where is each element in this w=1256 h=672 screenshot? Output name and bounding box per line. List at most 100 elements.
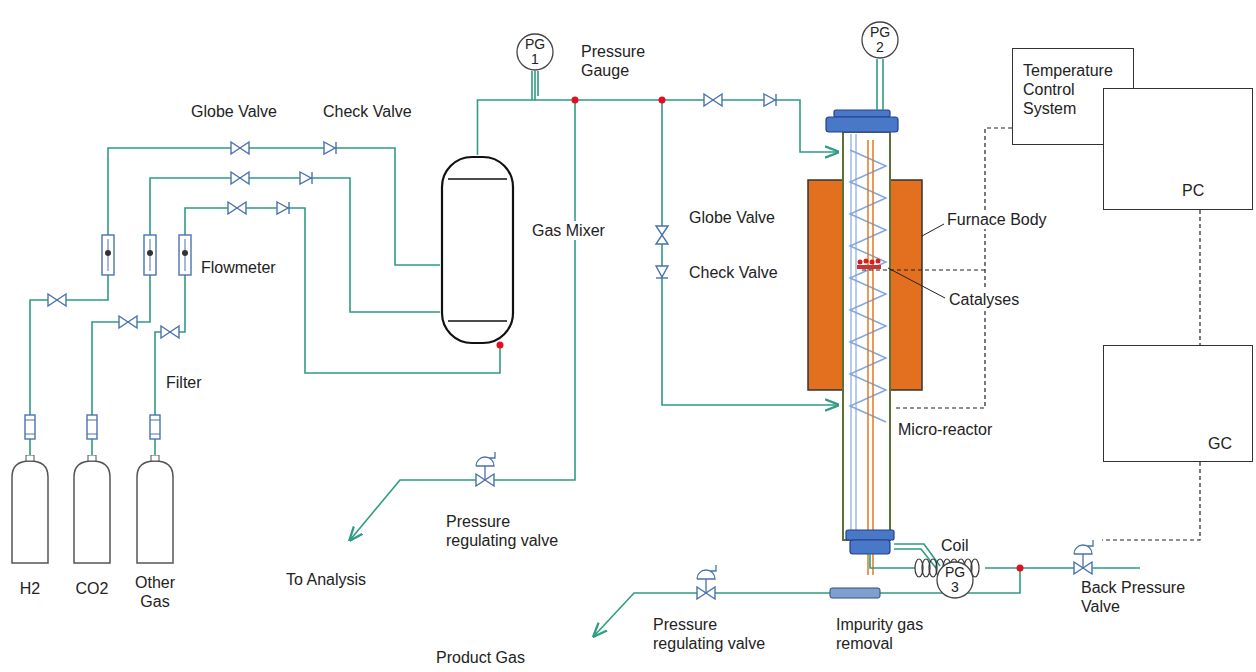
node-text: H2 (0, 579, 65, 598)
gas-line (92, 178, 440, 455)
globe-valve (231, 172, 249, 184)
flowmeter (102, 235, 114, 275)
impurity-removal (830, 588, 880, 598)
junction-dot (497, 97, 1024, 572)
globe-valve (231, 142, 249, 154)
reactor-flange (834, 110, 890, 117)
reactor-flange (846, 530, 894, 540)
catalyst-bed (870, 260, 875, 265)
part-label: Catalyses (948, 290, 1020, 309)
signal-line (1199, 210, 1200, 345)
junction-dot (572, 97, 579, 104)
gas-pipe (662, 100, 838, 405)
thermocouple (867, 140, 869, 575)
part-label: Furnace Body (946, 210, 1048, 229)
part-label: Check Valve (688, 263, 779, 282)
impurity-removal (830, 588, 880, 598)
regulating-valve (1074, 540, 1093, 574)
catalyst-bed (857, 265, 881, 269)
junction-dot (1017, 565, 1024, 572)
filter (87, 415, 97, 439)
filter (150, 415, 160, 439)
flowmeter (144, 235, 156, 275)
globe-valve (228, 202, 246, 214)
part-label: Impurity gas removal (835, 615, 947, 653)
filter (150, 415, 160, 439)
junction-dot (497, 342, 504, 349)
flowmeter (102, 235, 114, 275)
check-valve (277, 202, 289, 214)
check-valve (311, 172, 312, 184)
filter (25, 415, 35, 439)
node-text: PC (1182, 181, 1204, 200)
catalyst-bed (857, 259, 881, 270)
flowmeter (179, 235, 191, 275)
cylinder-outline (26, 455, 34, 461)
check-valve (300, 172, 311, 184)
check-valve (775, 94, 776, 106)
leader-line (888, 224, 945, 298)
control-signal (1102, 462, 1200, 540)
globe-valve (656, 226, 668, 244)
globe-valve (48, 294, 66, 306)
regulating-valve (697, 565, 716, 593)
flowmeter (182, 250, 188, 256)
catalyst-bed (876, 259, 881, 264)
part-label: Check Valve (322, 102, 413, 121)
regulating-valve (1074, 540, 1093, 568)
globe-valve (656, 226, 668, 244)
gauge-outline (517, 34, 553, 70)
part-label: To Analysis (285, 570, 367, 589)
cylinder-outline (12, 461, 48, 563)
control-signal (893, 128, 1012, 408)
gas-line (30, 148, 440, 455)
pressure-gauge: PG 3 (936, 561, 974, 599)
part-label: Back Pressure Valve (1080, 578, 1207, 616)
part-label: Micro-reactor (897, 420, 993, 439)
check-valve (324, 142, 336, 154)
globe-valve (704, 94, 722, 106)
part-label: Pressure regulating valve (652, 615, 789, 653)
node-text: PG 1 (523, 37, 547, 66)
gas-mixer: Gas Mixer (440, 155, 515, 345)
part-label: Globe Valve (190, 102, 278, 121)
gas-line (478, 71, 536, 155)
part-label: Flowmeter (200, 258, 277, 277)
globe-valve (231, 142, 249, 154)
filter (25, 420, 35, 434)
cylinder-outline (151, 455, 159, 461)
gauge-outline (862, 22, 898, 58)
part-label: Globe Valve (688, 208, 776, 227)
junction-dot (659, 97, 666, 104)
gc-box: GC (1103, 345, 1253, 462)
leader-line (888, 268, 945, 298)
check-valve (324, 142, 335, 154)
catalyst-bed (864, 259, 869, 264)
reactor-tube (843, 132, 890, 540)
globe-valve (228, 202, 246, 214)
filter (25, 415, 35, 439)
reactor-flange (850, 540, 890, 554)
control-signal (862, 269, 985, 270)
node-text: Gas Mixer (532, 221, 605, 240)
globe-valve (161, 326, 179, 338)
globe-valve (48, 294, 66, 306)
thermocouple (872, 140, 874, 575)
globe-valve (231, 172, 249, 184)
reactor-tube (855, 134, 857, 530)
mixer-outline (442, 157, 513, 343)
check-valve (656, 277, 668, 278)
thermocouple (868, 140, 873, 575)
cylinder-outline (88, 455, 96, 461)
furnace-body (808, 180, 843, 390)
part-label: Product Gas (435, 648, 526, 667)
part-label: Coil (940, 536, 970, 555)
node-text: PG 3 (943, 565, 967, 594)
cylinder-outline (74, 461, 110, 563)
gas-pipe (877, 59, 883, 110)
cylinder-outline (72, 455, 112, 565)
gas-pipe (350, 59, 1140, 636)
globe-valve (704, 94, 722, 106)
check-valve (764, 94, 776, 106)
gas-pipe (535, 100, 838, 152)
